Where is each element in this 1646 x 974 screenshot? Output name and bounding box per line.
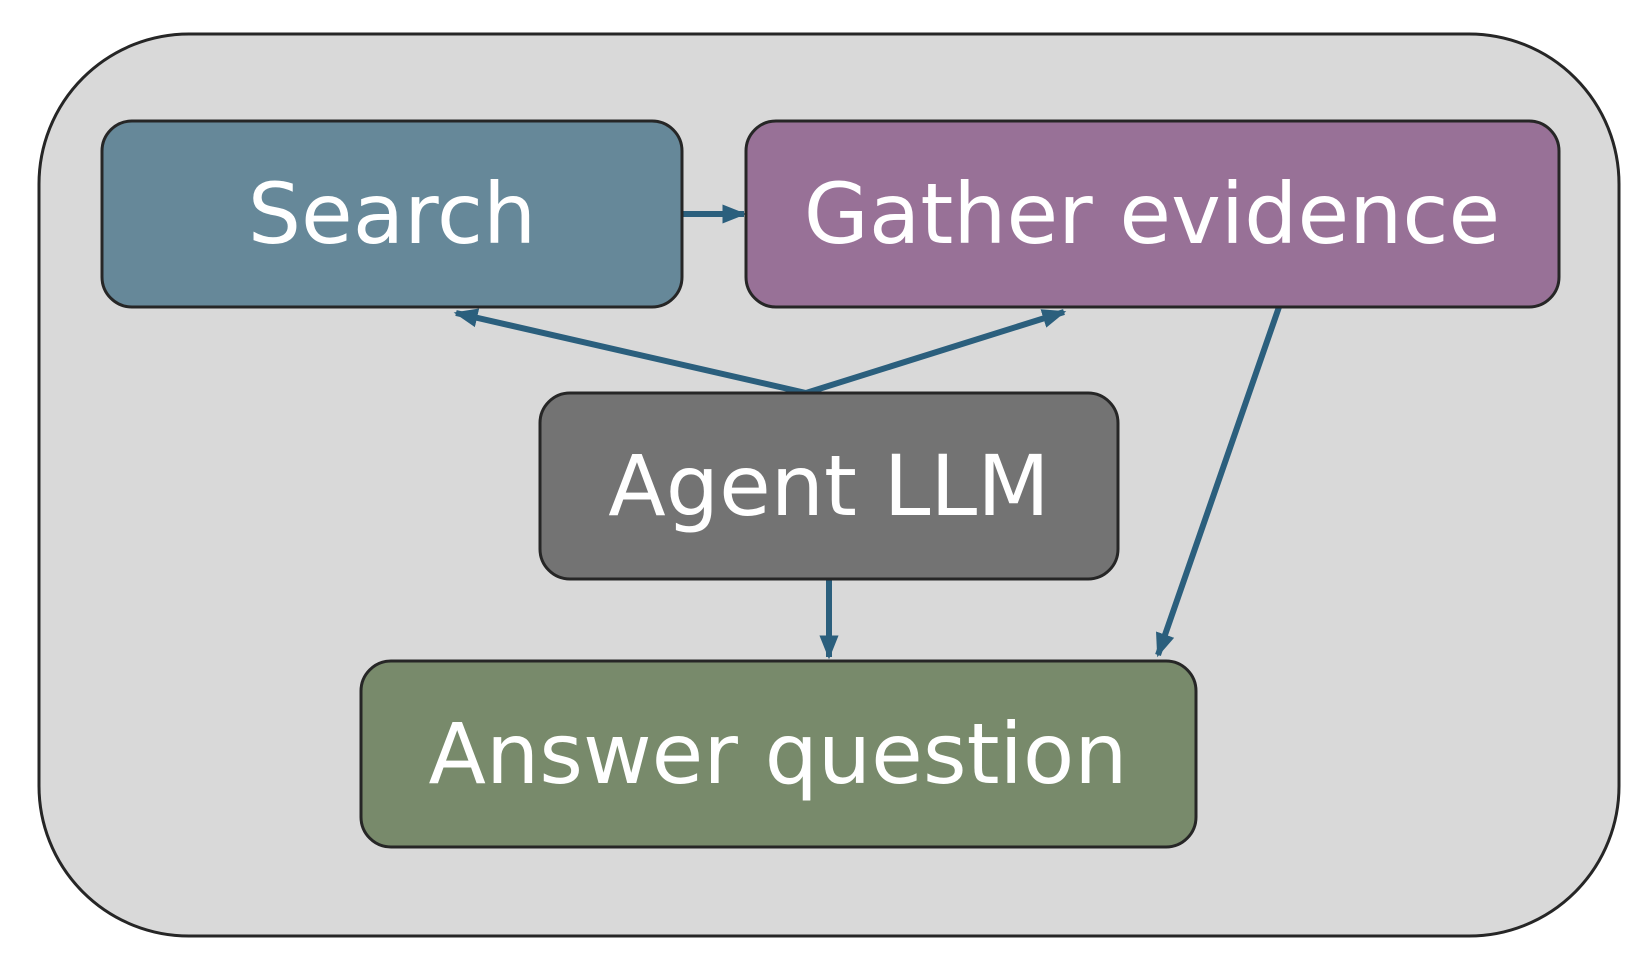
node-search-box <box>100 119 684 309</box>
node-answer-box <box>359 659 1198 849</box>
node-gather: Gather evidence <box>744 119 1561 309</box>
edge-gather-to-answer <box>1155 306 1282 658</box>
edge-agent-to-search <box>453 308 807 396</box>
edge-agent-to-gather <box>805 309 1067 396</box>
node-search-label: Search <box>248 165 537 263</box>
node-agent-label: Agent LLM <box>608 437 1049 535</box>
node-answer-label: Answer question <box>429 705 1128 803</box>
edges <box>453 204 1282 660</box>
node-agent-box <box>538 391 1120 581</box>
node-answer: Answer question <box>359 659 1198 849</box>
node-search: Search <box>100 119 684 309</box>
node-gather-label: Gather evidence <box>804 165 1501 263</box>
node-agent: Agent LLM <box>538 391 1120 581</box>
node-gather-box <box>744 119 1561 309</box>
